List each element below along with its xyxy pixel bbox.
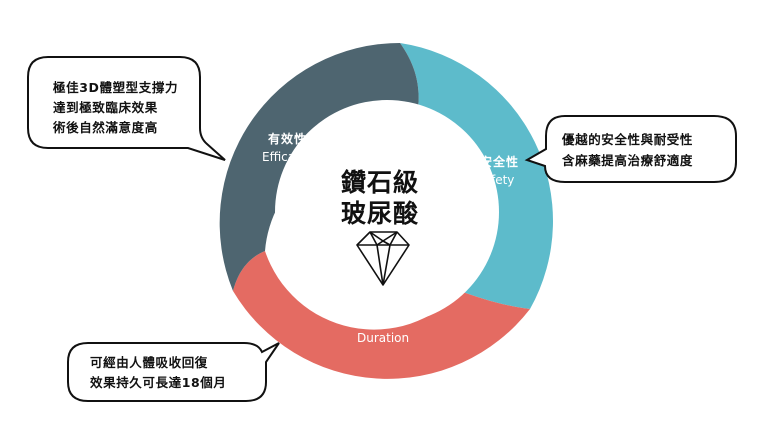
safety-label-en: Safety xyxy=(476,173,514,187)
efficacy-callout: 極佳3D體塑型支撐力 達到極致臨床效果 術後自然滿意度高 xyxy=(27,56,226,161)
center-title-line1: 鑽石級 xyxy=(341,168,419,197)
duration-callout-line2: 效果持久可長達18個月 xyxy=(90,375,227,390)
efficacy-label-zh: 有效性 xyxy=(268,131,307,146)
efficacy-callout-line2: 達到極致臨床效果 xyxy=(53,100,158,115)
safety-callout: 優越的安全性與耐受性 含麻藥提高治療舒適度 xyxy=(524,115,737,183)
duration-segment xyxy=(233,251,530,379)
safety-callout-line1: 優越的安全性與耐受性 xyxy=(561,132,693,147)
efficacy-callout-line1: 極佳3D體塑型支撐力 xyxy=(53,80,178,95)
duration-callout-line1: 可經由人體吸收回復 xyxy=(90,355,208,370)
duration-callout: 可經由人體吸收回復 效果持久可長達18個月 xyxy=(67,342,280,402)
efficacy-callout-line3: 術後自然滿意度高 xyxy=(52,120,158,135)
safety-label-zh: 安全性 xyxy=(480,154,519,169)
safety-callout-line2: 含麻藥提高治療舒適度 xyxy=(561,153,693,168)
center-disc xyxy=(275,100,499,324)
efficacy-label-en: Efficacy xyxy=(262,150,309,164)
duration-label-en: Duration xyxy=(357,331,409,345)
diamond-icon xyxy=(356,231,410,286)
duration-label-zh: 持久性 xyxy=(357,312,396,327)
center-title-line2: 玻尿酸 xyxy=(341,199,419,228)
